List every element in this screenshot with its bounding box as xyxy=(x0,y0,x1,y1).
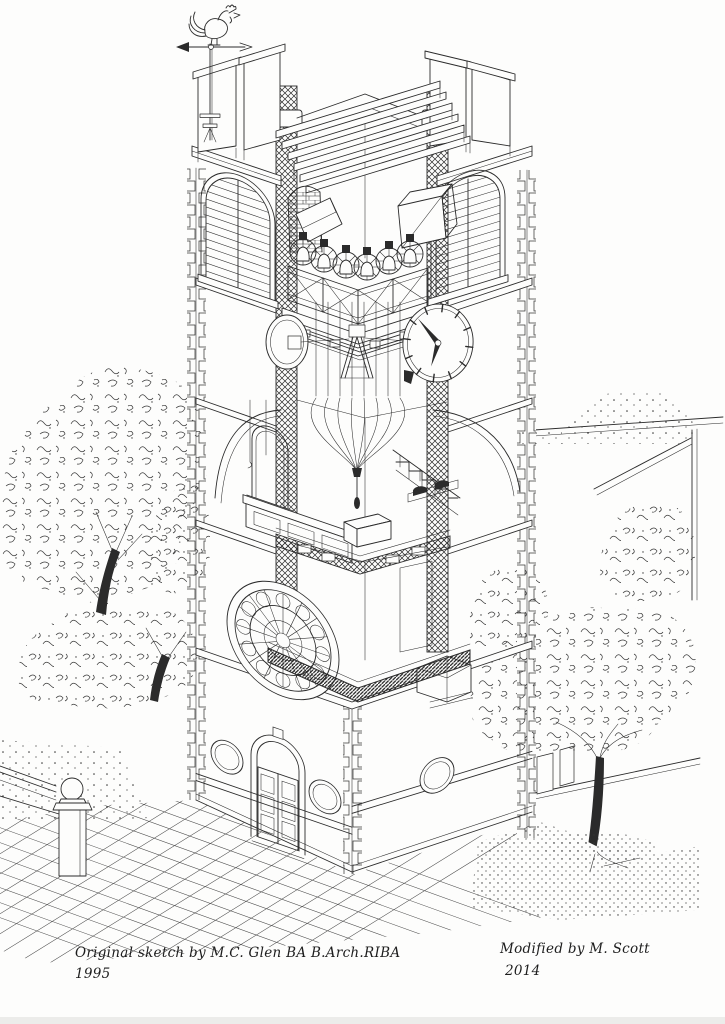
ground-floor-left-face xyxy=(195,726,353,859)
trees-right xyxy=(468,389,696,873)
tree-trunks-left xyxy=(75,511,187,702)
round-window-1 xyxy=(210,739,244,775)
entrance-door xyxy=(250,726,306,859)
page-edge xyxy=(0,1017,725,1024)
ground-floor xyxy=(195,726,533,873)
clock-mechanism xyxy=(340,324,437,379)
clock-chamber xyxy=(265,301,474,397)
ball-finial xyxy=(60,777,84,801)
ground-floor-right-face xyxy=(351,750,533,814)
quoins-near-corner xyxy=(343,702,362,874)
soil-stipple xyxy=(0,740,700,920)
rope-spider xyxy=(247,397,406,509)
caption-year-2014: 2014 xyxy=(504,963,541,979)
hour-hand xyxy=(431,340,441,367)
roof-joists xyxy=(275,80,471,204)
weathervane xyxy=(176,4,253,143)
round-window-3 xyxy=(419,757,455,794)
interior-doorway xyxy=(399,560,433,653)
louvre-right xyxy=(427,169,509,307)
secondary-dial xyxy=(265,314,350,370)
round-window-2 xyxy=(308,779,342,815)
floor-slab-cut-lower xyxy=(267,641,471,703)
floor-box xyxy=(343,513,392,548)
louvre-left xyxy=(197,172,279,310)
quoins-right-corner xyxy=(517,170,536,838)
cockerel-icon xyxy=(188,4,241,46)
bench xyxy=(242,494,356,564)
parapet-merlons xyxy=(192,43,516,163)
quoins-left-corner xyxy=(187,168,206,800)
bell-wheel xyxy=(396,234,424,268)
bell-wheel xyxy=(310,239,338,273)
bell-ropes xyxy=(315,301,401,397)
bell-wheel xyxy=(353,247,381,281)
clock-face xyxy=(402,303,474,383)
rose-window xyxy=(226,580,340,701)
bell-wheel xyxy=(332,245,360,279)
quoins xyxy=(187,167,536,875)
caption-year-1995: 1995 xyxy=(75,966,111,982)
caption-original-sketch: Original sketch by M.C. Glen BA B.Arch.R… xyxy=(75,945,400,961)
captions: Original sketch by M.C. Glen BA B.Arch.R… xyxy=(75,941,650,982)
floor-slab-cut-upper xyxy=(275,527,451,575)
trees-left xyxy=(0,367,211,709)
ringing-chamber xyxy=(214,397,521,564)
shelf-items xyxy=(407,479,459,503)
bells xyxy=(289,232,424,281)
adjacent-building xyxy=(529,416,724,801)
gate-pier xyxy=(0,765,93,877)
minute-hand xyxy=(417,318,441,345)
caption-modified-by: Modified by M. Scott xyxy=(499,941,650,957)
rope-spider-bracket xyxy=(404,370,414,384)
tower xyxy=(176,4,536,875)
speaker-box-right xyxy=(397,183,458,249)
wind-arrow xyxy=(176,42,253,52)
bell-wheel xyxy=(375,241,403,275)
bell-wheel xyxy=(289,232,317,266)
belfry xyxy=(197,80,509,357)
